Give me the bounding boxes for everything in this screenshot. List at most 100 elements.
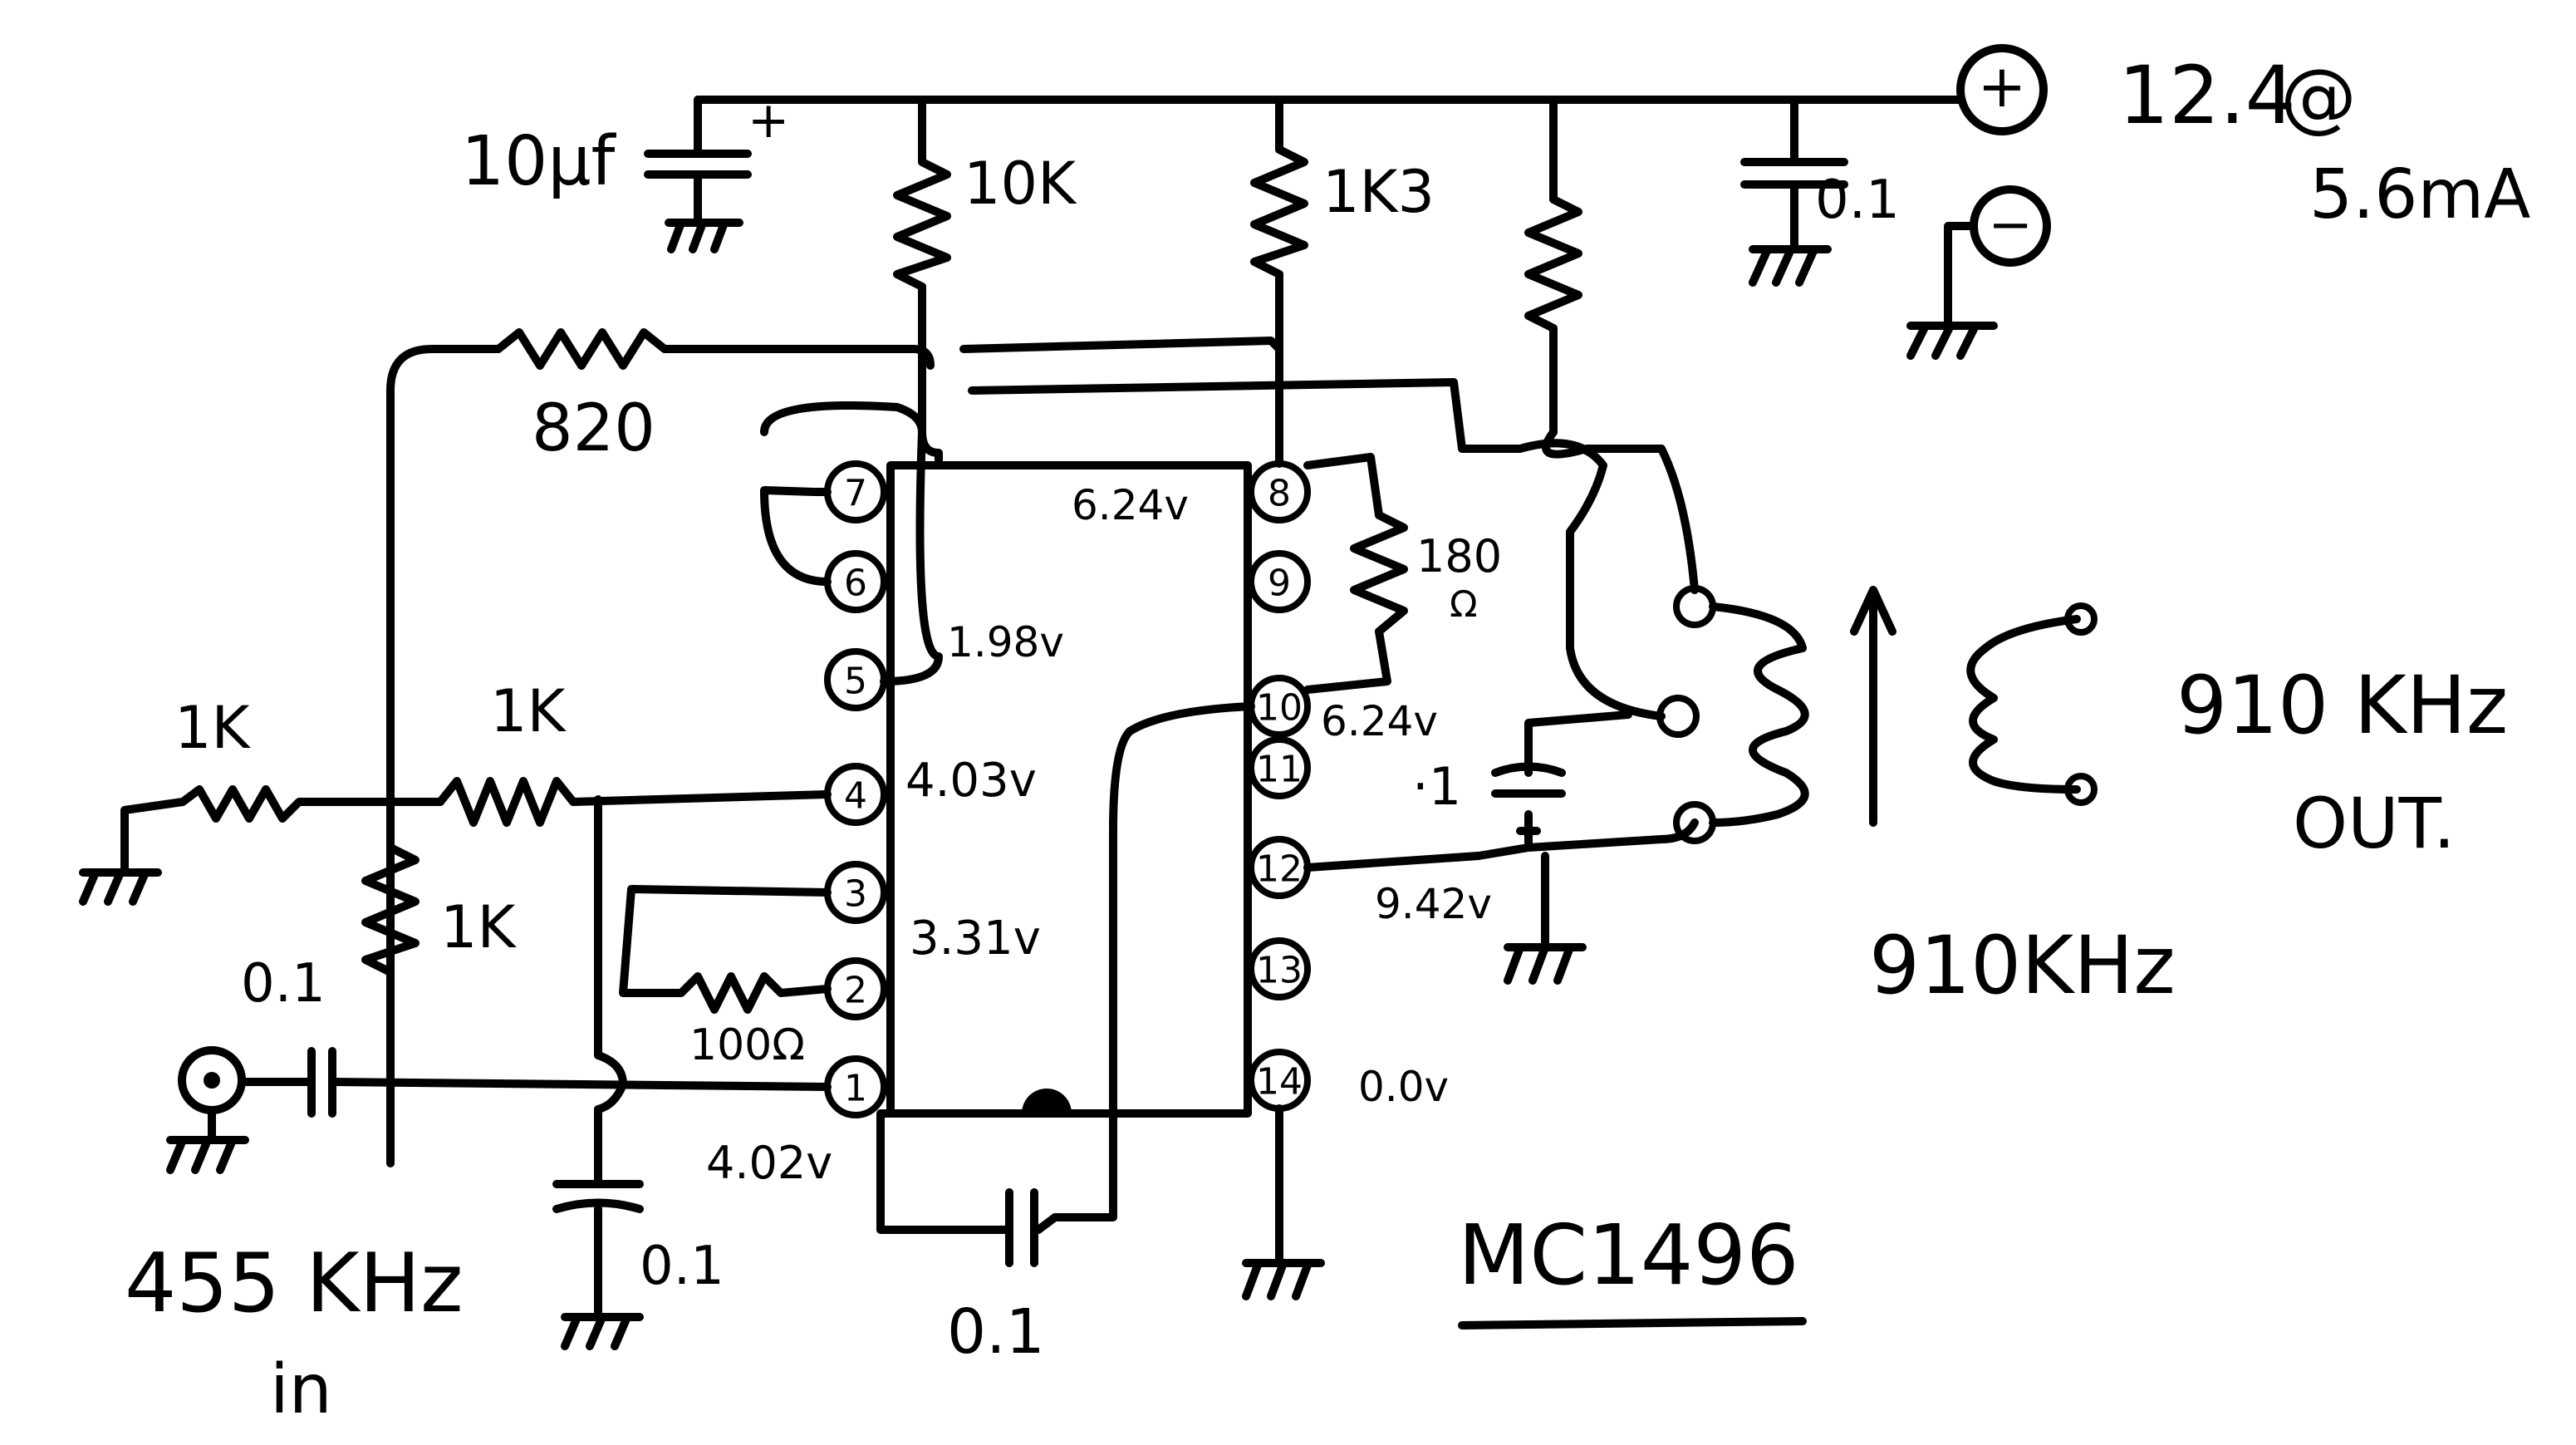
pin5-wire <box>880 428 943 686</box>
pin-11-number: 11 <box>1256 749 1303 791</box>
c-pin1-plates <box>552 1180 644 1213</box>
r-in-series-body <box>120 785 395 877</box>
ic-pin-3: 3 <box>824 861 887 924</box>
ic-pin-11: 11 <box>1248 736 1311 799</box>
pin-5-number: 5 <box>844 661 867 703</box>
supply-plus-terminal: + <box>1956 44 2048 135</box>
input-frequency-label: 455 KHz <box>125 1236 464 1331</box>
r180-unit-label: Ω <box>1450 583 1478 626</box>
r180-body <box>1303 453 1408 694</box>
output-terminal-bottom <box>2064 773 2098 806</box>
cross-wire-lower <box>968 378 1524 453</box>
r-load-body <box>1524 96 1582 436</box>
pin4-to-cap-wire <box>594 795 627 1184</box>
ic-pin-8: 8 <box>1248 460 1311 523</box>
pin-12-number: 12 <box>1256 848 1303 891</box>
supply-current-label: 5.6mA <box>2309 155 2530 234</box>
secondary-coil <box>1966 615 2081 794</box>
pin-1-number: 1 <box>844 1068 867 1110</box>
output-terminal-top <box>2064 602 2098 636</box>
c-pin12-value-label: ·1 <box>1412 756 1461 817</box>
r1k3-body <box>1250 96 1308 353</box>
pin14-ground-icon <box>1242 1259 1325 1300</box>
part-number-underline <box>1458 1317 1807 1329</box>
primary-coil <box>1709 602 1809 827</box>
supply-at-symbol: @ <box>2280 52 2357 141</box>
r10k-body <box>893 96 951 353</box>
r820-wire <box>386 328 935 1167</box>
coil-tap-mid <box>1656 695 1700 738</box>
tank-frequency-label: 910KHz <box>1869 919 2176 1012</box>
ic-pin-6: 6 <box>824 550 887 613</box>
ic-pin-5: 5 <box>824 648 887 711</box>
cross-wire-upper <box>959 337 1283 353</box>
r1k3-value-label: 1K3 <box>1322 158 1435 226</box>
c-pin12-top-wire <box>1524 710 1632 777</box>
ic-pin-7: 7 <box>824 460 887 523</box>
pin-4-number: 4 <box>844 775 867 818</box>
minus-symbol: − <box>1988 194 2033 256</box>
ic-pin-9: 9 <box>1248 550 1311 613</box>
load-to-coil-wire <box>1516 439 1666 720</box>
r10k-value-label: 10K <box>964 150 1077 218</box>
c-pin1-value-label: 0.1 <box>640 1236 724 1297</box>
pin12-wire <box>1303 818 1699 872</box>
coil-top-wire <box>1542 428 1699 594</box>
input-word-label: in <box>270 1350 332 1429</box>
c10u-value-label: 10μf <box>461 122 617 201</box>
c-in-value-label: 0.1 <box>241 953 326 1015</box>
c-pin1-ground-icon <box>561 1313 644 1350</box>
input-to-pin1-wire <box>328 1078 832 1091</box>
pin-3-number: 3 <box>844 873 867 916</box>
pin-13-number: 13 <box>1256 950 1303 992</box>
pin-1-voltage-label: 4.02v <box>706 1137 832 1189</box>
c-supply-value-label: 0.1 <box>1815 170 1900 231</box>
ic-pin-10: 10 <box>1248 675 1311 738</box>
c10u-plus-label: + <box>748 91 789 150</box>
supply-minus-terminal: − <box>1970 185 2051 267</box>
r-in-to-pin4-value-label: 1K <box>490 677 567 745</box>
pin10-wire <box>1051 702 1255 1221</box>
part-number-label: MC1496 <box>1458 1207 1799 1304</box>
tuning-arrow <box>1850 586 1896 827</box>
pin-4-voltage-label: 4.03v <box>905 754 1037 808</box>
pin6-pin7-link <box>760 486 832 586</box>
input-connector-icon <box>178 1046 246 1114</box>
pin-12-voltage-label: 9.42v <box>1375 880 1492 928</box>
pin-14-voltage-label: 0.0v <box>1358 1063 1449 1111</box>
c10u-ground-icon <box>665 219 743 253</box>
ic-pin-1: 1 <box>824 1055 887 1118</box>
ic-pin-13: 13 <box>1248 937 1311 1000</box>
r180-value-label: 180 <box>1416 530 1502 582</box>
output-frequency-label: 910 KHz <box>2176 659 2508 752</box>
ic-orientation-dot <box>1022 1089 1072 1113</box>
pin-3-voltage-label: 3.31v <box>910 912 1041 966</box>
pin7-top-link <box>760 401 926 436</box>
ic-pin-2: 2 <box>824 957 887 1020</box>
ic-pin-14: 14 <box>1248 1049 1311 1112</box>
pin-7-number: 7 <box>844 473 867 515</box>
ic-pin-4: 4 <box>824 763 887 826</box>
pin12-ground-icon <box>1504 943 1587 985</box>
r-in-series-value-label: 1K <box>174 694 252 762</box>
pin-5-voltage-label: 1.98v <box>947 618 1064 666</box>
c-supply-ground-icon <box>1749 245 1832 287</box>
pin-14-number: 14 <box>1256 1061 1303 1103</box>
r100-body <box>619 885 832 1014</box>
pin-8-voltage-label: 6.24v <box>1072 481 1189 529</box>
minus-wire <box>1944 222 1978 328</box>
supply-voltage-label: 12.4 <box>2118 49 2296 142</box>
minus-ground-icon <box>1906 322 1998 360</box>
input-ground-icon <box>166 1136 249 1174</box>
ic-pin-12: 12 <box>1248 836 1311 899</box>
c-bottom-right-wire <box>1034 1213 1059 1234</box>
r-in-series-ground-icon <box>79 868 162 906</box>
r820-value-label: 820 <box>532 391 655 466</box>
output-word-label: OUT. <box>2293 783 2456 864</box>
c-bottom-left-wire <box>876 1109 1009 1234</box>
r-in-shunt-body <box>361 798 420 1089</box>
plus-symbol: + <box>1978 52 2027 120</box>
pin-6-number: 6 <box>844 563 867 605</box>
r-in-shunt-value-label: 1K <box>440 893 518 961</box>
c-bottom-value-label: 0.1 <box>947 1296 1045 1368</box>
